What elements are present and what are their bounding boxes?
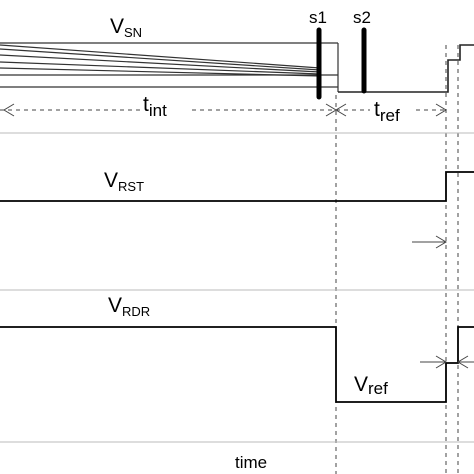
vrdr-arrow-right-head [457,355,469,369]
vref-label-main: V [354,373,368,396]
vref-label: Vref [354,373,388,398]
vrdr-label: VRDR [108,294,150,319]
vrdr-label-sub: RDR [122,304,150,319]
vrdr-arrow-left-head [435,355,447,369]
dimension-arrows [3,103,447,117]
vrdr-timing-arrows [420,355,474,369]
vsn-discharge-line-4 [0,61,321,75]
vrdr-label-main: V [108,294,122,317]
tref-label-main: t [374,98,380,121]
tint-label-main: t [143,93,149,116]
vref-label-sub: ref [368,379,388,398]
switch-s1-label: s1 [309,8,327,27]
tint-label: tint [143,93,167,120]
switch-s2-label: s2 [353,8,371,27]
vsn-discharge-line-3 [0,54,321,73]
vsn-traces [0,42,339,92]
vrst-label-sub: RST [118,179,144,194]
vrst-timing-arrow [412,235,447,249]
tref-right-arrowhead [435,103,447,117]
tint-label-bg [140,92,188,122]
vsn-label-main: V [110,15,124,38]
vsn-discharge-line-2 [0,48,321,71]
vsn-label-sub: SN [124,25,142,40]
tref-label-sub: ref [380,106,400,125]
vsn-reference-level [338,44,474,93]
vsn-discharge-line-1 [0,44,321,69]
tint-left-arrowhead [3,103,15,117]
tint-label-sub: int [149,101,167,120]
vrst-arrowhead [435,235,447,249]
tref-left-arrowhead [335,103,347,117]
vrst-label: VRST [104,169,144,194]
vrst-label-main: V [104,169,118,192]
tref-label-bg [370,96,416,124]
vsn-label: VSN [110,15,142,40]
vrdr-waveform [0,326,474,403]
vrst-waveform [0,171,474,202]
tref-label: tref [374,98,400,125]
time-axis-label: time [235,453,267,472]
